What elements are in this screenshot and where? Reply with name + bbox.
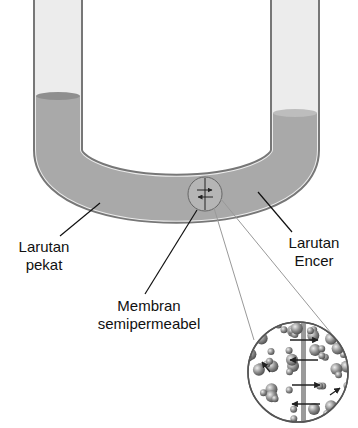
particle <box>308 403 320 415</box>
membrane <box>204 178 206 210</box>
particle <box>307 327 314 334</box>
tube-glass <box>58 0 295 199</box>
particle <box>316 382 323 389</box>
particle <box>268 348 275 355</box>
tube-edge <box>58 0 295 199</box>
particle <box>272 395 279 402</box>
particle <box>260 389 267 396</box>
particle <box>286 387 293 394</box>
flow-arrow <box>290 339 318 340</box>
flow-arrow <box>262 362 270 372</box>
zoom-line <box>221 199 340 344</box>
particle <box>250 323 262 335</box>
particle <box>266 358 273 365</box>
particle <box>341 411 348 418</box>
flow-arrow <box>292 403 320 404</box>
meniscus-left <box>36 92 80 100</box>
particle <box>291 322 303 334</box>
zoom-content <box>243 318 353 428</box>
liquid <box>58 96 295 199</box>
flow-arrow <box>198 197 213 198</box>
flow-arrow <box>330 388 340 395</box>
flow-arrow <box>290 359 318 360</box>
leader-line <box>145 210 197 294</box>
part-label: Larutan pekat <box>8 238 80 274</box>
particle <box>286 368 293 375</box>
part-label: Membran semipermeabel <box>84 297 214 333</box>
particle <box>257 408 264 415</box>
membrane-spot <box>188 177 222 211</box>
meniscus-right <box>273 109 317 117</box>
flow-arrow <box>197 190 212 191</box>
zoom-circle <box>248 322 348 422</box>
flow-arrow <box>292 384 320 385</box>
particle <box>250 318 262 330</box>
particle <box>335 371 342 378</box>
particle <box>252 406 259 413</box>
particle <box>290 406 297 413</box>
particle <box>250 412 257 419</box>
particle <box>286 347 293 354</box>
particle <box>280 326 287 333</box>
particle <box>266 390 278 402</box>
particle <box>250 409 262 421</box>
membrane-zoom <box>301 318 306 428</box>
part-label: Larutan Encer <box>278 234 350 270</box>
particle <box>318 345 325 352</box>
particle <box>253 364 265 376</box>
particle <box>318 352 325 359</box>
zoom-rim <box>248 322 348 422</box>
leader-line <box>60 203 100 236</box>
leader-line <box>258 192 292 232</box>
zoom-line <box>214 208 254 340</box>
